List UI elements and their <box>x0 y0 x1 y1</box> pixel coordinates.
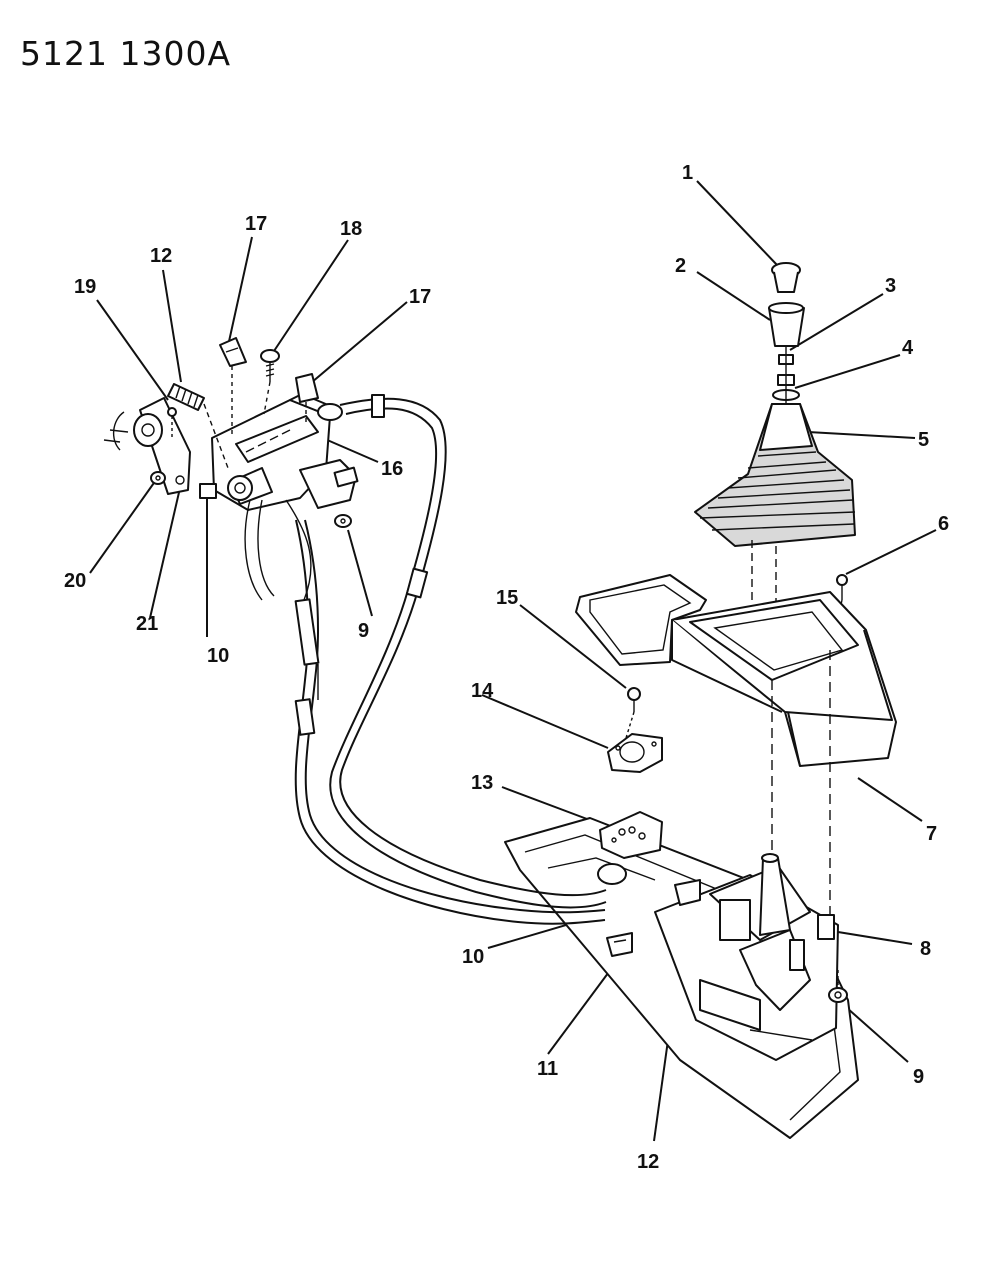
callout-labels: 1 2 3 4 5 6 7 8 9 9 10 10 11 12 12 13 14… <box>64 162 949 1173</box>
shift-boot <box>694 403 856 547</box>
callout-5: 5 <box>918 429 929 451</box>
callout-2: 2 <box>675 255 686 277</box>
callout-3: 3 <box>885 275 896 297</box>
callout-21: 21 <box>136 613 158 635</box>
switch-bracket-21 <box>103 397 191 495</box>
callout-6: 6 <box>938 513 949 535</box>
shift-knob-assembly <box>694 262 856 680</box>
bracket-12-lower <box>674 879 701 906</box>
spring-12-upper <box>167 383 229 469</box>
bushing-10-upper <box>199 483 217 499</box>
callout-18: 18 <box>340 218 362 240</box>
cable-clip-11 <box>606 932 633 957</box>
knob-cap <box>771 262 801 293</box>
screw-19 <box>167 407 177 440</box>
callout-16: 16 <box>381 458 403 480</box>
cable-clip-17-lower <box>295 373 319 426</box>
shifter-lever-base <box>654 853 839 1061</box>
shift-knob <box>768 302 805 347</box>
callout-8: 8 <box>920 938 931 960</box>
callout-19: 19 <box>74 276 96 298</box>
boot-retainer <box>772 346 800 404</box>
callout-13: 13 <box>471 772 493 794</box>
cable-grommet-seal <box>597 687 663 885</box>
callout-1: 1 <box>682 162 693 184</box>
shift-cable <box>294 394 607 925</box>
nut-9-lower <box>828 970 848 1003</box>
callout-9-right: 9 <box>913 1066 924 1088</box>
callout-20: 20 <box>64 570 86 592</box>
callout-4: 4 <box>902 337 914 359</box>
callout-10-left: 10 <box>207 645 229 667</box>
callout-15: 15 <box>496 587 518 609</box>
callout-12-left: 12 <box>150 245 172 267</box>
cable-clip-17-upper <box>219 337 247 436</box>
callout-17-right: 17 <box>409 286 431 308</box>
callout-10-center: 10 <box>462 946 484 968</box>
diagram-reference-code: 5121 1300A <box>20 34 232 73</box>
bolt-18 <box>260 349 280 415</box>
callout-7: 7 <box>926 823 937 845</box>
center-console <box>575 574 897 930</box>
callout-12-bottom: 12 <box>637 1151 659 1173</box>
callout-17-left: 17 <box>245 213 267 235</box>
nut-9-upper <box>334 514 352 528</box>
callout-9-left: 9 <box>358 620 369 642</box>
callout-11: 11 <box>537 1058 558 1080</box>
boot-screw-6 <box>829 574 848 656</box>
transmission-lever-bracket <box>211 393 359 601</box>
callout-14: 14 <box>471 680 494 702</box>
nut-20 <box>150 471 166 485</box>
